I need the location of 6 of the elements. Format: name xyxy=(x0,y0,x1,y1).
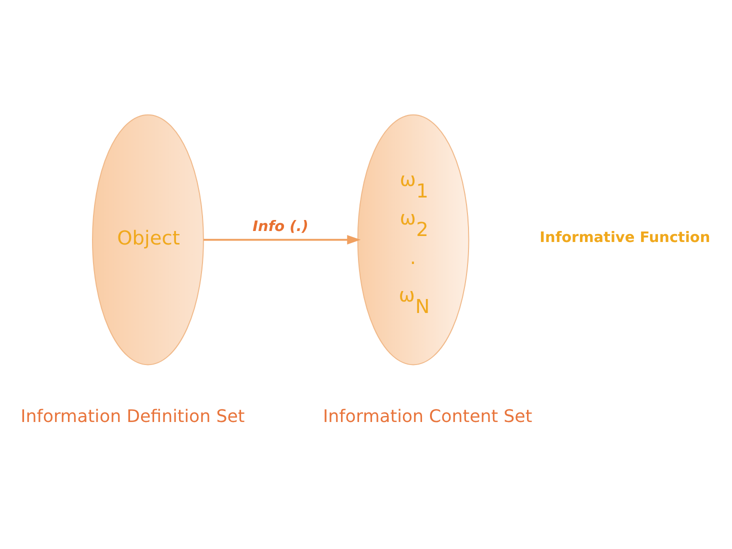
node-label: Information Content Set xyxy=(323,406,532,427)
arrow xyxy=(204,234,361,244)
node-label: Information Definition Set xyxy=(20,406,245,427)
node-ellipse: Object xyxy=(92,114,204,365)
edge-label: Info (.) xyxy=(252,218,308,235)
label: Informative Function xyxy=(540,230,710,246)
